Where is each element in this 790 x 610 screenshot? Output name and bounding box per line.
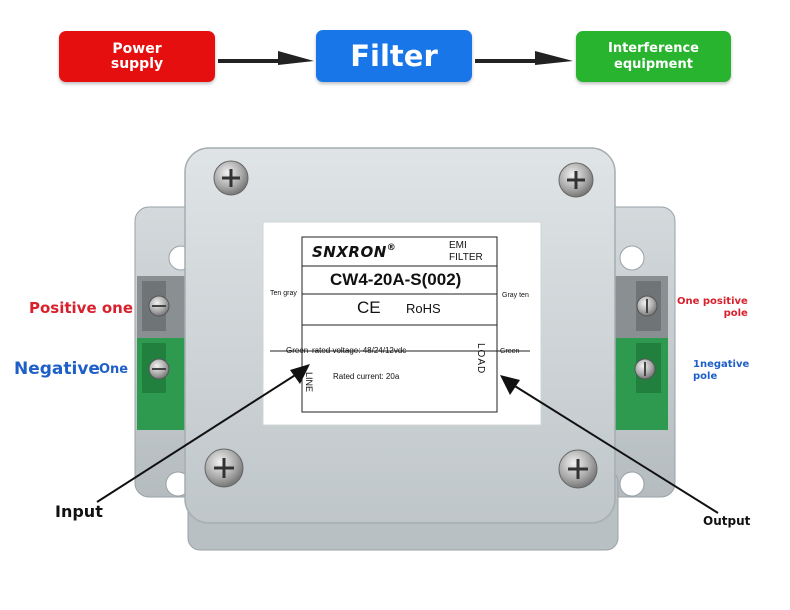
sticker-ten-gray: Ten gray	[270, 290, 297, 297]
annotation-one: One	[99, 362, 129, 377]
sticker-line: LINE	[304, 372, 314, 393]
sticker-rohs: RoHS	[406, 301, 441, 316]
sticker-load: LOAD	[475, 343, 486, 375]
filter-label: Filter	[350, 39, 438, 73]
interference-equipment-box: Interference equipment	[576, 31, 731, 82]
flange-hole-tr	[619, 245, 645, 271]
power-supply-label: Power supply	[110, 40, 164, 72]
annotation-input: Input	[55, 502, 103, 521]
sticker-gray-ten: Gray ten	[502, 292, 529, 299]
annotation-output: Output	[703, 514, 751, 528]
sticker-filter-word: FILTER	[449, 252, 483, 263]
sticker-green-right: Green	[500, 348, 520, 355]
screw-top-left	[213, 160, 249, 196]
power-supply-box: Power supply	[59, 31, 215, 82]
screw-top-right	[558, 162, 594, 198]
sticker-model: CW4-20A-S(002)	[330, 270, 462, 289]
screw-bottom-right	[558, 449, 598, 489]
sticker-rated-current: Rated current: 20a	[333, 372, 400, 381]
product-sticker	[262, 221, 542, 426]
annotation-positive-one: Positive one	[29, 299, 134, 317]
output-pointer-line	[509, 382, 719, 514]
registered-mark: ®	[386, 243, 397, 253]
sticker-green-left: Green	[286, 346, 309, 355]
arrow-filter-to-equipment	[475, 51, 573, 65]
filter-box: Filter	[316, 30, 472, 82]
sticker-emi: EMI	[449, 240, 467, 251]
flange-hole-br	[619, 471, 645, 497]
arrow-power-to-filter	[218, 51, 314, 65]
sticker-rated-voltage: rated voltage: 48/24/12vdc	[312, 346, 407, 355]
sticker-brand: SNXRON®	[312, 243, 396, 261]
annotation-negative: Negative	[14, 359, 100, 379]
screw-bottom-left	[204, 448, 244, 488]
sticker-ce: CE	[357, 298, 381, 317]
brand-text: SNXRON	[312, 243, 387, 261]
interference-equipment-label: Interference equipment	[607, 40, 699, 72]
input-pointer-line	[96, 371, 301, 503]
annotation-negative-pole: 1negative pole	[693, 359, 750, 382]
annotation-one-positive-pole: One positive pole	[677, 296, 748, 319]
